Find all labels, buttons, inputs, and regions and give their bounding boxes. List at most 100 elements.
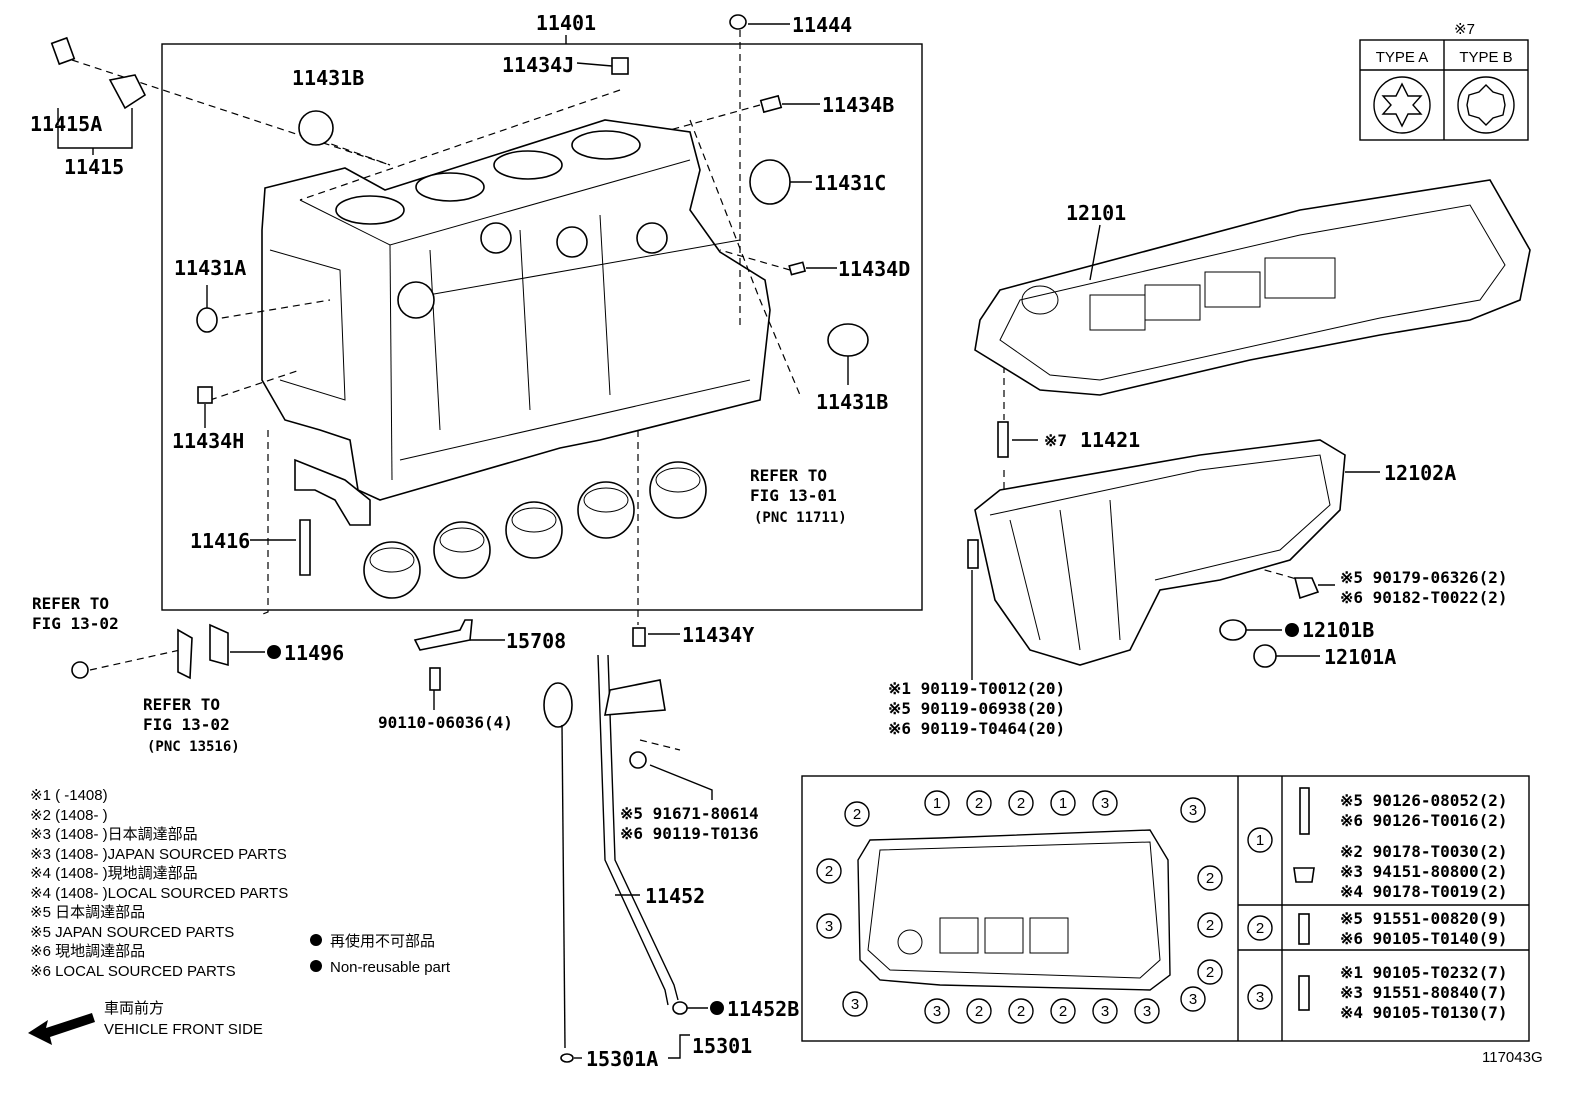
nonreuse-jp: 再使用不可部品 — [330, 933, 435, 950]
nonreuse-dot — [310, 934, 322, 946]
type-b-torx-icon — [1457, 76, 1515, 134]
label-11444: 11444 — [792, 13, 852, 37]
label-12101A: 12101A — [1324, 645, 1396, 669]
label-15301: 15301 — [692, 1034, 752, 1058]
row3-line1: ※1 90105-T0232(7) — [1340, 963, 1508, 982]
cylinder-block-frame — [161, 43, 923, 611]
label-11431C: 11431C — [814, 171, 886, 195]
label-11431B-right: 11431B — [816, 390, 888, 414]
label-12101B: 12101B — [1302, 618, 1374, 642]
svg-text:2: 2 — [1059, 1003, 1067, 1020]
stud-icon — [1299, 787, 1310, 835]
nonreuse-dot — [1285, 623, 1299, 637]
type-a-label: TYPE A — [1376, 49, 1429, 66]
refer-3-line2: FIG 13-01 — [750, 486, 837, 505]
nut — [1293, 577, 1320, 600]
label-11415: 11415 — [64, 155, 124, 179]
legend-6: ※4 (1408- )LOCAL SOURCED PARTS — [30, 885, 288, 902]
refer-2-line2: FIG 13-02 — [143, 715, 230, 734]
legend-8: ※5 JAPAN SOURCED PARTS — [30, 924, 234, 941]
type-a-torx-icon — [1373, 76, 1431, 134]
refer-2-line3: (PNC 13516) — [147, 739, 240, 755]
table-row1-num: 1 — [1256, 832, 1264, 849]
label-11434D: 11434D — [838, 257, 910, 281]
front-en: VEHICLE FRONT SIDE — [104, 1021, 263, 1038]
label-15708: 15708 — [506, 629, 566, 653]
label-11496: 11496 — [284, 641, 344, 665]
label-11452B: 11452B — [727, 997, 799, 1021]
svg-text:2: 2 — [975, 795, 983, 812]
row3-line2: ※3 91551-80840(7) — [1340, 983, 1508, 1002]
label-11434H: 11434H — [172, 429, 244, 453]
refer-3-line3: (PNC 11711) — [754, 510, 847, 526]
nonreuse-en: Non-reusable part — [330, 959, 451, 976]
pattern-circles: 2 1 2 2 1 3 3 2 3 2 2 2 3 3 3 2 2 2 3 3 — [816, 790, 1223, 1024]
svg-text:2: 2 — [853, 806, 861, 823]
label-11431A: 11431A — [174, 256, 246, 280]
table-row2-num: 2 — [1256, 920, 1264, 937]
label-11421: 11421 — [1080, 428, 1140, 452]
row2-line2: ※6 90105-T0140(9) — [1340, 929, 1508, 948]
label-90110: 90110-06036(4) — [378, 713, 513, 732]
label-11434Y: 11434Y — [682, 623, 754, 647]
refer-1-line2: FIG 13-02 — [32, 614, 119, 633]
label-11416: 11416 — [190, 529, 250, 553]
gasket-12101B — [1219, 619, 1247, 641]
pan-bolt-note-1: ※1 90119-T0012(20) — [888, 679, 1065, 698]
leader-lines — [57, 23, 1380, 1059]
bolt-icon-2 — [1298, 913, 1310, 945]
type-b-label: TYPE B — [1459, 49, 1512, 66]
nonreuse-dot — [267, 645, 281, 659]
nonreuse-dot — [310, 960, 322, 972]
front-arrow-icon — [28, 1013, 95, 1045]
row2-line1: ※5 91551-00820(9) — [1340, 909, 1508, 928]
bracket-bolt-note-1: ※5 91671-80614 — [620, 804, 759, 823]
mark-11421: ※7 — [1044, 431, 1067, 450]
stud-bolt-11421 — [997, 421, 1009, 458]
label-12102A: 12102A — [1384, 461, 1456, 485]
svg-text:2: 2 — [1206, 964, 1214, 981]
row1-line4: ※3 94151-80800(2) — [1340, 862, 1508, 881]
label-11452: 11452 — [645, 884, 705, 908]
label-15301A: 15301A — [586, 1047, 658, 1071]
row1-line1: ※5 90126-08052(2) — [1340, 791, 1508, 810]
drain-plug — [1253, 644, 1277, 668]
legend-4: ※3 (1408- )JAPAN SOURCED PARTS — [30, 846, 287, 863]
svg-text:3: 3 — [1189, 802, 1197, 819]
svg-text:2: 2 — [1017, 1003, 1025, 1020]
bearing-cap — [294, 458, 371, 526]
svg-text:2: 2 — [825, 863, 833, 880]
label-11434J: 11434J — [502, 53, 574, 77]
svg-text:3: 3 — [1189, 991, 1197, 1008]
svg-text:2: 2 — [1017, 795, 1025, 812]
svg-text:3: 3 — [933, 1003, 941, 1020]
cap-bolt — [299, 519, 311, 576]
oil-level-gauge — [543, 654, 688, 1063]
legend-10: ※6 LOCAL SOURCED PARTS — [30, 963, 236, 980]
bracket-bolt-note-2: ※6 90119-T0136 — [620, 824, 759, 843]
pan-outline-pattern — [857, 829, 1171, 991]
nut-note-2: ※6 90182-T0022(2) — [1340, 588, 1508, 607]
pan-bolt-note-3: ※6 90119-T0464(20) — [888, 719, 1065, 738]
nut-note-1: ※5 90179-06326(2) — [1340, 568, 1508, 587]
svg-text:3: 3 — [1101, 1003, 1109, 1020]
pan-bolt-note-2: ※5 90119-06938(20) — [888, 699, 1065, 718]
svg-text:3: 3 — [1101, 795, 1109, 812]
legend-1: ※1 ( -1408) — [30, 787, 108, 804]
label-11431B-top: 11431B — [292, 66, 364, 90]
refer-1-line1: REFER TO — [32, 594, 109, 613]
row1-line2: ※6 90126-T0016(2) — [1340, 811, 1508, 830]
legend-5: ※4 (1408- )現地調達部品 — [30, 865, 198, 882]
refer-3-line1: REFER TO — [750, 466, 827, 485]
legend-9: ※6 現地調達部品 — [30, 943, 145, 960]
row3-line3: ※4 90105-T0130(7) — [1340, 1003, 1508, 1022]
oil-pan-upper — [974, 179, 1531, 396]
label-12101: 12101 — [1066, 201, 1126, 225]
label-11415A: 11415A — [30, 112, 102, 136]
cylinder-block — [261, 119, 771, 501]
label-11401: 11401 — [536, 11, 596, 35]
svg-text:1: 1 — [1059, 795, 1067, 812]
svg-text:3: 3 — [851, 996, 859, 1013]
